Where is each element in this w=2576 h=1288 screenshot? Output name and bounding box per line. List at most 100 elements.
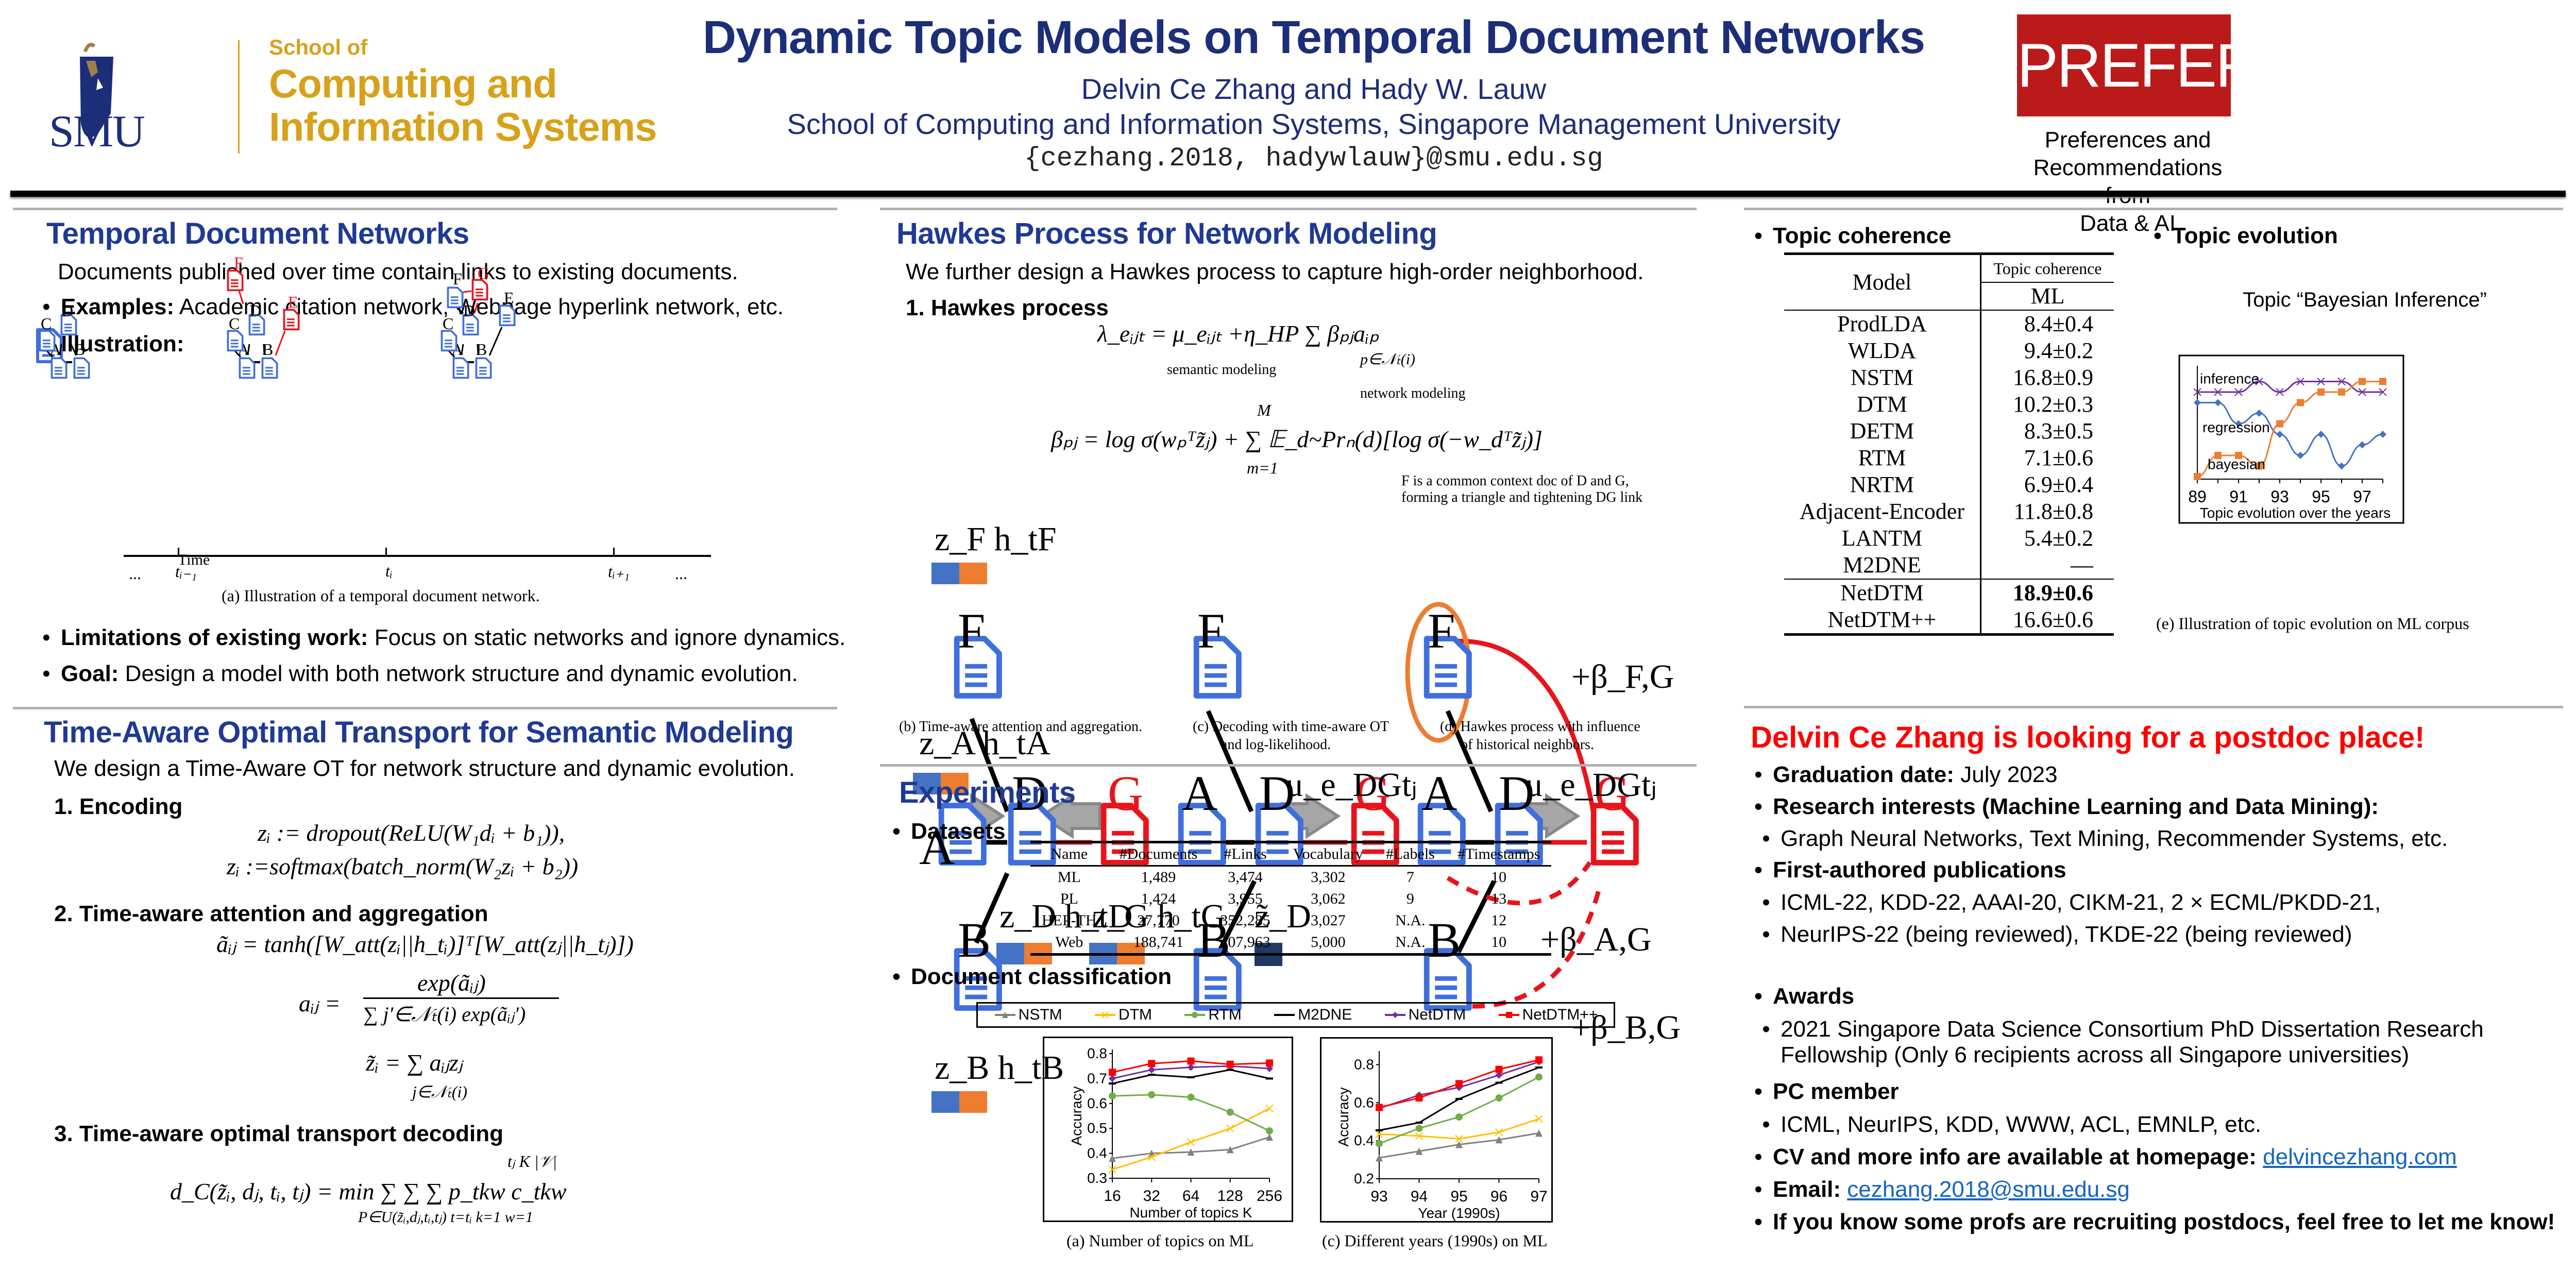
logo-divider [238,40,240,154]
legend-swatch [994,1012,1015,1018]
datasets-cell: N.A. [1395,934,1426,951]
data-point [2338,462,2345,470]
data-point [1266,1059,1273,1067]
tc-model: NetDTM++ [1827,607,1937,632]
data-point [1187,1057,1195,1065]
document-icon [440,329,457,352]
postdoc-pc-value: ICML, NeurIPS, KDD, WWW, ACL, EMNLP, etc… [1752,1111,2261,1138]
datasets-col-header: #Labels [1385,845,1435,862]
graduation-value: July 2023 [1954,762,2058,787]
document-icon [1255,801,1304,868]
pubs-line2-text: NeurIPS-22 (being reviewed), TKDE-22 (be… [1781,922,2352,947]
postdoc-pubs-line2: NeurIPS-22 (being reviewed), TKDE-22 (be… [1752,921,2352,948]
x-tick-label: 64 [1182,1188,1199,1205]
x-axis-label: Topic evolution over the years [2200,505,2391,521]
data-point [1226,1060,1234,1068]
datasets-cell: 3,062 [1311,890,1346,907]
y-tick-label: 0.4 [1354,1132,1374,1148]
document-icon [73,357,90,380]
topic-coherence-label-text: Topic coherence [1773,223,1952,248]
legend-label: M2DNE [1298,1006,1352,1023]
ellipsis-left: ... [129,564,141,583]
homepage-link[interactable]: delvincezhang.com [2263,1144,2457,1170]
topic-coherence-label: Topic coherence [1744,223,1951,249]
tc-value: 11.8±0.8 [1979,498,2114,525]
data-point [2276,431,2283,438]
x-tick-label: 89 [2188,487,2207,506]
document-icon [475,357,492,380]
mu-label: μ_e_DGtⱼ [1525,765,1657,804]
node-label: F [1428,603,1455,658]
preferred-ai-logo: PREFERRED.AI [2017,14,2457,116]
node-label: C [229,314,240,333]
series-line-regression [2197,402,2383,467]
tc-header-model: Model [1852,269,1912,295]
eq-beta-sub: m=1 [1247,459,1278,477]
datasets-cell: ML [1057,869,1081,886]
section-divider [13,707,837,709]
data-point [1187,1138,1195,1146]
x-tick-label: 95 [1450,1188,1467,1205]
eq-beta: βₚⱼ = log σ(wₚᵀz̃ⱼ) + ∑ 𝔼_d~Prₙ(d)[log σ… [1051,426,1543,452]
figure-c-caption-line2: and log-likelihood. [1221,737,1331,753]
data-point [2338,388,2345,396]
network-edge [456,307,464,314]
tc-model: ProdLDA [1837,311,1927,336]
node-label: D [61,301,74,320]
data-point [2297,399,2304,406]
section-divider [880,208,1697,210]
email-label: Email: [1773,1177,1841,1202]
document-icon [60,313,77,336]
eq-attention-numerator: exp(ãᵢⱼ) [417,970,486,996]
vector-label: z̃_D [1255,896,1311,935]
data-point [1495,1071,1503,1079]
data-point [1101,1011,1109,1019]
section-divider [1744,208,2563,210]
school-name-line2: Information Systems [269,104,657,149]
tdn-illustration-label: Illustration: [32,331,184,358]
data-point [1376,1140,1383,1147]
poster-emails: {cezhang.2018, hadywlauw}@smu.edu.sg [1024,143,1603,174]
document-icon [261,357,278,380]
section-title-tdn: Temporal Document Networks [46,217,469,250]
document-icon [1193,634,1243,701]
y-axis-label: Accuracy [1335,1087,1351,1146]
tdn-limitations: Limitations of existing work: Focus on s… [32,624,845,651]
series-line-bayesian [2197,381,2383,478]
document-icon [447,286,464,309]
doc-class-label-text: Document classification [911,964,1172,989]
postdoc-graduation: Graduation date: July 2023 [1744,761,2058,788]
data-point [2317,377,2325,386]
section-title-experiments: Experiments [899,776,1076,809]
closing-text: If you know some profs are recruiting po… [1773,1209,2555,1234]
y-tick-label: 0.8 [1087,1045,1107,1061]
school-of-label: School of [269,35,368,59]
document-icon [1423,946,1473,1013]
eq-hawkes-intensity: λ_eᵢⱼₜ = μ_eᵢⱼₜ +η_HP ∑ βₚⱼaᵢₚ [1097,320,1379,347]
data-point [1109,1082,1116,1085]
document-icon [50,357,67,380]
data-point [1187,1093,1195,1101]
cv-label: CV and more info are available at homepa… [1773,1144,2257,1170]
postdoc-pc-label: PC member [1744,1078,1899,1105]
goal-text: Design a model with both network structu… [118,661,798,686]
figure-d-caption-line2: of historical neighbors. [1461,737,1594,753]
fig-note-line2: forming a triangle and tightening DG lin… [1401,489,1643,505]
x-axis-label: Number of topics K [1129,1205,1252,1221]
evolution-chart-title: Topic “Bayesian Inference” [2243,289,2487,311]
interests-value-text: Graph Neural Networks, Text Mining, Reco… [1781,826,2448,851]
message-arrow [1038,793,1101,839]
graph-edge [1206,710,1254,812]
document-icon [227,329,244,352]
ot-step-encoding: 1. Encoding [54,794,183,819]
data-point [1415,1132,1423,1140]
node-label: B [262,340,274,359]
email-link[interactable]: cezhang.2018@smu.edu.sg [1847,1177,2130,1202]
